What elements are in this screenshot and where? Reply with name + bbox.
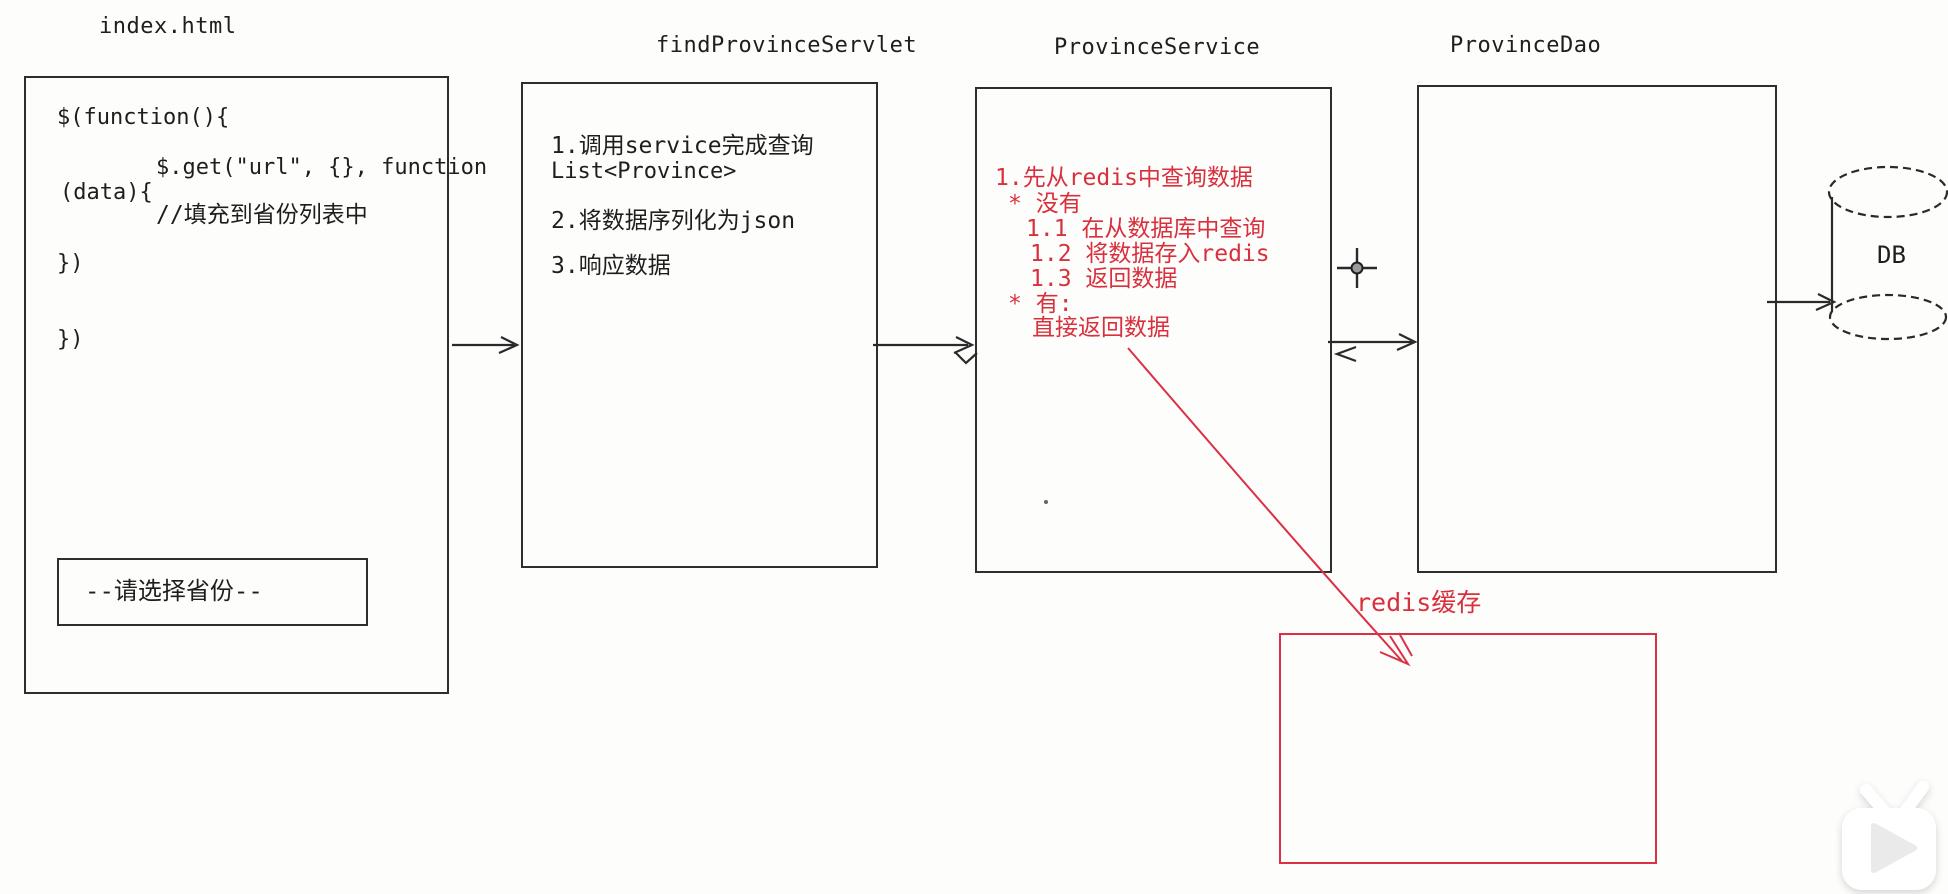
db-label: DB: [1877, 241, 1906, 269]
dao-title: ProvinceDao: [1450, 33, 1602, 58]
servlet-step: List<Province>: [551, 159, 737, 184]
code-line: //填充到省份列表中: [156, 202, 368, 228]
index-html-title: index.html: [99, 14, 237, 39]
servlet-step: 3.响应数据: [551, 253, 671, 279]
crosshair-cursor: [1337, 248, 1377, 288]
redis-cache-label: redis缓存: [1356, 588, 1482, 617]
dao-box: [1417, 85, 1777, 573]
arrow-index-to-servlet: [452, 336, 520, 355]
arrow-service-to-dao: [1328, 333, 1418, 363]
servlet-box: [521, 82, 878, 568]
service-note: 直接返回数据: [1032, 315, 1170, 341]
service-note: 1.先从redis中查询数据: [995, 165, 1253, 191]
servlet-title: findProvinceServlet: [656, 33, 918, 58]
index-html-box: [24, 76, 449, 694]
service-title: ProvinceService: [1054, 35, 1261, 60]
service-note: 1.2 将数据存入redis: [1030, 241, 1270, 267]
arrow-dao-to-db: [1767, 293, 1837, 312]
code-line: }): [57, 327, 84, 352]
code-line: (data){: [60, 180, 153, 205]
servlet-step: 1.调用service完成查询: [551, 133, 814, 159]
code-line: $(function(){: [57, 105, 230, 130]
service-note: 1.3 返回数据: [1030, 266, 1178, 292]
redis-cache-box: [1279, 633, 1657, 864]
service-note: * 有:: [1008, 291, 1073, 317]
service-note: 1.1 在从数据库中查询: [1026, 216, 1266, 242]
province-select-placeholder: --请选择省份--: [85, 577, 263, 605]
tv-play-watermark-icon: [1842, 781, 1936, 890]
code-line: }): [57, 251, 84, 276]
code-line: $.get("url", {}, function: [156, 155, 488, 180]
province-select-mock: --请选择省份--: [57, 558, 368, 626]
arrow-servlet-to-service: [873, 336, 978, 365]
servlet-step: 2.将数据序列化为json: [551, 208, 796, 234]
service-note: * 没有: [1008, 191, 1082, 217]
